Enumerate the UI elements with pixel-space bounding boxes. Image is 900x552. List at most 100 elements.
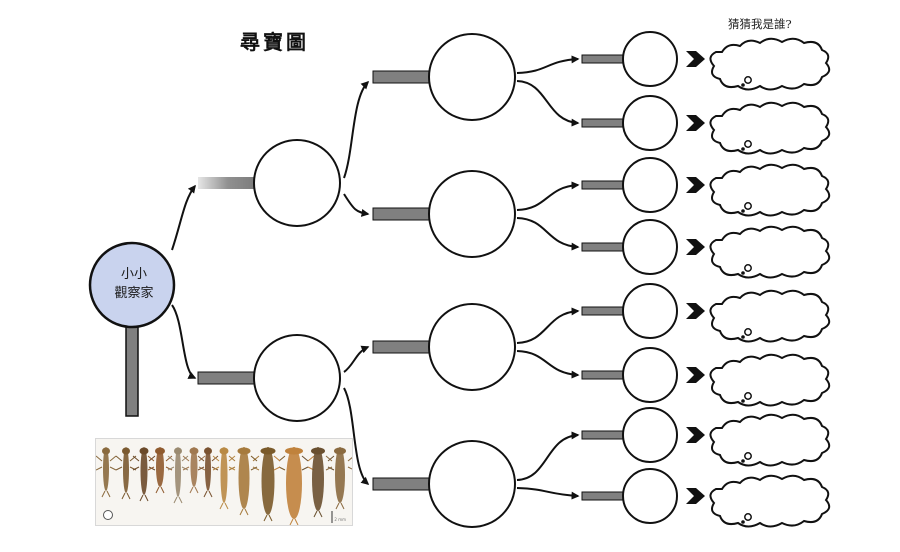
insect-icon-10-tail xyxy=(263,514,273,522)
thought-cloud-icon-7 xyxy=(709,413,831,467)
insect-icon-6-tail xyxy=(189,486,199,494)
level3-magnifier-8-handle xyxy=(581,491,627,501)
arrow-root-to-level1-bottom xyxy=(171,304,197,379)
level3-magnifier-6-lens xyxy=(622,347,678,403)
chevron-column xyxy=(686,51,705,504)
insect-icon-2-tail xyxy=(121,492,131,500)
thought-cloud-bubble-small-5 xyxy=(741,335,745,339)
insect-icon-8-tail xyxy=(219,502,229,510)
insect-icon-7-head xyxy=(204,447,212,455)
level3-magnifier-1-lens xyxy=(622,31,678,87)
arrow-level2-3-to-level3-6 xyxy=(516,350,580,379)
arrow-level2-4-to-level3-7 xyxy=(516,431,580,481)
level1-magnifier-top-handle xyxy=(198,177,258,189)
chevron-right-icon-1 xyxy=(686,51,705,67)
thought-cloud-bubble-large-2 xyxy=(744,140,752,148)
photo-scale-label: 2 mm xyxy=(334,517,346,522)
thought-cloud-bubble-large-7 xyxy=(744,452,752,460)
insect-larvae-illustration xyxy=(95,447,355,526)
thought-cloud-bubble-large-3 xyxy=(744,202,752,210)
arrow-level2-1-to-level3-1 xyxy=(516,55,580,74)
thought-cloud-bubble-large-4 xyxy=(744,264,752,272)
thought-cloud-icon-1 xyxy=(709,37,831,91)
insect-icon-1-body xyxy=(103,447,109,491)
level2-magnifier-3-handle xyxy=(372,340,434,354)
guess-caption: 猜猜我是誰? xyxy=(728,17,792,31)
insect-icon-1-tail xyxy=(101,490,111,498)
insect-icon-11-body xyxy=(286,447,302,519)
insect-icon-9-legs xyxy=(228,455,260,471)
chevron-right-icon-3 xyxy=(686,177,705,193)
insect-icon-8-body xyxy=(220,447,228,503)
level3-magnifier-3-handle xyxy=(581,180,627,190)
level3-magnifier-7-lens xyxy=(622,407,678,463)
insect-icon-6-legs xyxy=(182,455,206,471)
arrow-level2-2-to-level3-4 xyxy=(516,217,580,251)
insect-icon-9-tail xyxy=(239,508,249,516)
root-magnifier-lens xyxy=(88,241,176,329)
root-label-line-2: 觀察家 xyxy=(114,286,154,301)
insect-icon-12-head xyxy=(311,447,325,455)
insect-icon-4-head xyxy=(155,447,165,455)
thought-cloud-bubble-small-4 xyxy=(741,271,745,275)
chevron-right-icon-4 xyxy=(686,239,705,255)
arrow-level1-top-to-level2-1 xyxy=(343,80,370,179)
thought-cloud-icon-2 xyxy=(709,101,831,155)
insect-icon-7-tail xyxy=(203,490,213,498)
chevron-right-icon-8 xyxy=(686,488,705,504)
level2-magnifier-4-lens xyxy=(428,440,516,528)
magnifier-nodes xyxy=(88,31,678,528)
chevron-right-icon-5 xyxy=(686,303,705,319)
insect-icon-8-head xyxy=(219,447,229,455)
insect-icon-10-head xyxy=(260,447,276,455)
insect-icon-10-body xyxy=(261,447,275,515)
level3-magnifier-7-handle xyxy=(581,430,627,440)
insect-icon-12-legs xyxy=(301,455,335,471)
insect-icon-4-legs xyxy=(147,455,173,471)
photo-badge-icon xyxy=(103,510,113,520)
level3-magnifier-4-lens xyxy=(622,219,678,275)
level3-magnifier-3-lens xyxy=(622,157,678,213)
insect-icon-5-head xyxy=(174,447,182,455)
insect-icon-5-tail xyxy=(173,496,183,504)
thought-cloud-bubble-small-8 xyxy=(741,520,745,524)
connector-arrows xyxy=(171,55,580,500)
thought-cloud-bubble-large-1 xyxy=(744,76,752,84)
chevron-right-icon-7 xyxy=(686,427,705,443)
insect-icon-3-head xyxy=(139,447,149,455)
insect-icon-4-tail xyxy=(155,486,165,494)
level1-magnifier-bottom-lens xyxy=(253,334,341,422)
arrow-level2-3-to-level3-5 xyxy=(516,307,580,344)
insect-icon-2-head xyxy=(122,447,130,455)
insect-icon-12-body xyxy=(312,447,324,511)
insect-icon-11-tail xyxy=(289,518,299,526)
thought-cloud-icon-4 xyxy=(709,225,831,279)
insect-icon-1-legs xyxy=(95,455,117,471)
insect-icon-10-legs xyxy=(250,455,286,471)
level3-magnifier-6-handle xyxy=(581,370,627,380)
thought-cloud-icon-5 xyxy=(709,289,831,343)
insect-icon-2-legs xyxy=(115,455,137,471)
thought-cloud-bubble-large-6 xyxy=(744,392,752,400)
insect-icon-7-legs xyxy=(197,455,219,471)
level3-magnifier-2-handle xyxy=(581,118,627,128)
level2-magnifier-1-lens xyxy=(428,33,516,121)
insect-icon-13-legs xyxy=(325,455,355,471)
root-label-line-1: 小小 xyxy=(120,267,147,282)
level3-magnifier-1-handle xyxy=(581,54,627,64)
page-title: 尋寶圖 xyxy=(240,30,309,54)
insect-icon-4-body xyxy=(156,447,164,487)
insect-larvae-photo: 2 mm xyxy=(95,438,355,526)
thought-cloud-bubble-small-3 xyxy=(741,209,745,213)
insect-icon-9-body xyxy=(238,447,250,509)
thought-cloud-icon-8 xyxy=(709,474,831,528)
thought-cloud-icon-6 xyxy=(709,353,831,407)
level1-magnifier-bottom-handle xyxy=(197,371,259,385)
insect-icon-11-legs xyxy=(273,455,315,471)
chevron-right-icon-6 xyxy=(686,367,705,383)
arrow-level2-2-to-level3-3 xyxy=(516,181,580,211)
level3-magnifier-2-lens xyxy=(622,95,678,151)
insect-icon-7-body xyxy=(205,447,211,491)
